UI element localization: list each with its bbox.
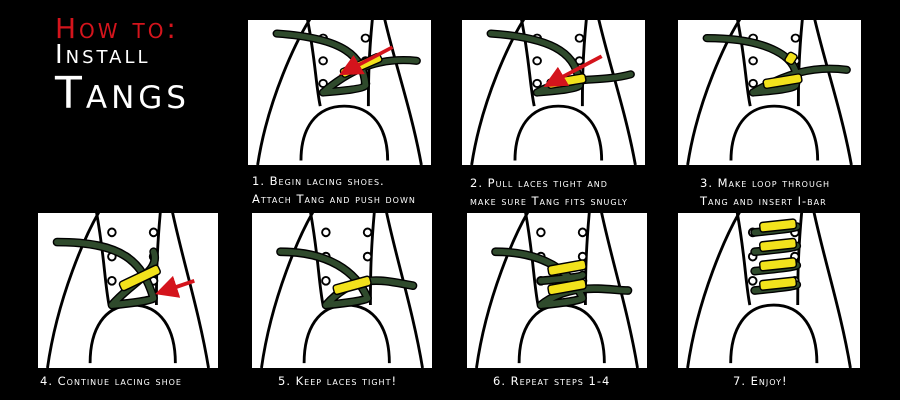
step-4-illustration: [38, 213, 218, 368]
step-5-caption: 5. Keep laces tight!: [278, 374, 398, 388]
step-6-illustration: [467, 213, 647, 368]
shoe-lacing-drawing: [475, 213, 639, 368]
shoe-lacing-drawing: [470, 20, 637, 165]
shoe-lacing-drawing: [260, 213, 424, 368]
shoe-lacing-drawing: [46, 213, 210, 368]
title-tangs: Tangs: [55, 68, 190, 119]
shoe-lacing-drawing: [256, 20, 423, 165]
step-3-illustration: [678, 20, 861, 165]
step-5-illustration: [252, 213, 432, 368]
step-7-illustration: [678, 213, 860, 368]
step-1-illustration: [248, 20, 431, 165]
step-7-caption: 7. Enjoy!: [733, 374, 788, 388]
step-1-caption: 1. Begin lacing shoes.Attach Tang and pu…: [252, 174, 416, 206]
shoe-lacing-drawing: [686, 213, 852, 368]
step-6-caption: 6. Repeat steps 1-4: [493, 374, 611, 388]
title-how-to: How to:: [55, 12, 179, 45]
step-4-caption: 4. Continue lacing shoe: [40, 374, 182, 388]
title-install: Install: [55, 40, 151, 70]
shoe-lacing-drawing: [686, 20, 853, 165]
step-2-illustration: [462, 20, 645, 165]
